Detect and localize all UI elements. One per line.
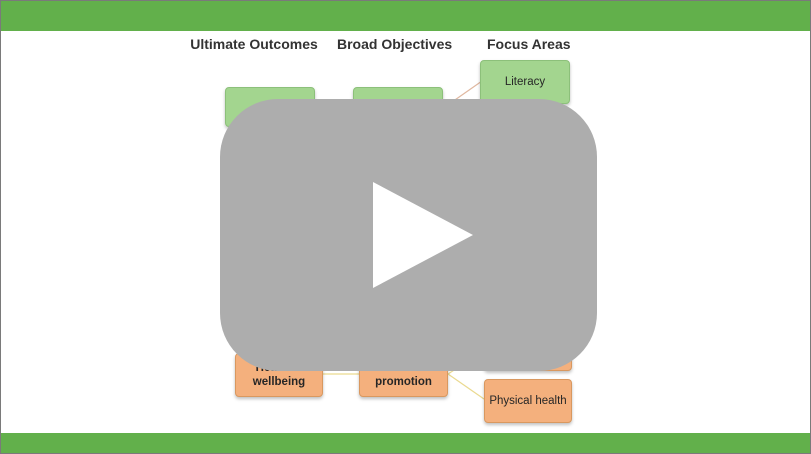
physical-health-label: Physical health	[489, 395, 567, 407]
play-icon	[372, 182, 473, 288]
header-broad-objectives: Broad Objectives	[337, 36, 453, 52]
header-focus-areas: Focus Areas	[487, 36, 571, 52]
bottom-green-band	[1, 433, 810, 453]
header-ultimate-outcomes: Ultimate Outcomes	[190, 36, 318, 52]
focus-node-literacy: Literacy	[480, 60, 570, 104]
focus-node-physical-health: Physical health	[484, 379, 572, 423]
connector-physical-health	[447, 373, 485, 400]
top-green-band	[1, 1, 810, 31]
play-button[interactable]	[220, 99, 597, 371]
literacy-label: Literacy	[504, 76, 546, 88]
